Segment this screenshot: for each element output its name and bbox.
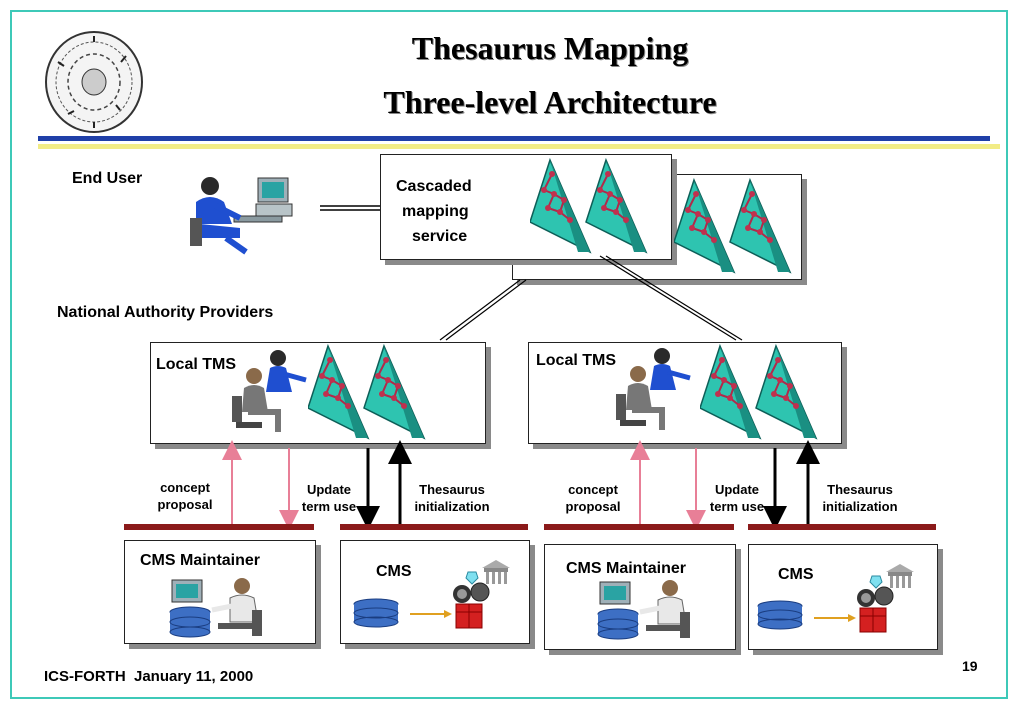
cms-box-right bbox=[748, 544, 938, 650]
thesaurus-init-label-right-1: Thesaurus bbox=[827, 482, 893, 497]
database-icon bbox=[353, 598, 399, 628]
cms-maintainer-box-right bbox=[544, 544, 736, 650]
slide-frame bbox=[10, 10, 1008, 699]
maintainer-icon bbox=[169, 578, 262, 638]
title-rule-blue bbox=[38, 136, 990, 141]
local-tms-label-right: Local TMS bbox=[536, 352, 617, 369]
cascaded-label-3: service bbox=[412, 228, 468, 245]
end-user-label: End User bbox=[72, 170, 143, 187]
seal-icon bbox=[45, 31, 143, 133]
page-number: 19 bbox=[962, 658, 978, 674]
cms-maintainer-label-left: CMS Maintainer bbox=[140, 552, 261, 569]
thesaurus-init-label-left-1: Thesaurus bbox=[419, 482, 485, 497]
concept-proposal-label-right-2: proposal bbox=[565, 499, 621, 514]
title-rule-yellow bbox=[38, 144, 1000, 149]
converter-icon bbox=[757, 564, 914, 633]
thesaurus-init-label-right-2: initialization bbox=[822, 499, 898, 514]
connector-bar bbox=[124, 524, 314, 530]
cms-label-right: CMS bbox=[778, 566, 814, 583]
cascaded-label-2: mapping bbox=[402, 203, 469, 220]
converter-icon bbox=[353, 560, 510, 629]
cms-label-left: CMS bbox=[376, 563, 412, 580]
concept-proposal-label-left-2: proposal bbox=[157, 497, 213, 512]
update-term-label-right-2: term use bbox=[709, 499, 765, 514]
thesaurus-init-label-left-2: initialization bbox=[414, 499, 490, 514]
update-term-label-right-1: Update bbox=[714, 482, 760, 497]
connector-bar bbox=[748, 524, 936, 530]
database-icon bbox=[757, 600, 803, 630]
connector-bar bbox=[544, 524, 734, 530]
maintainer-icon bbox=[597, 580, 690, 640]
user-at-computer-icon bbox=[190, 177, 293, 255]
local-tms-label-left: Local TMS bbox=[156, 356, 237, 373]
slide-title-line2: Three-level Architecture bbox=[383, 84, 717, 120]
connector-bar bbox=[340, 524, 528, 530]
operators-icon bbox=[232, 350, 307, 432]
footer-text: ICS-FORTH January 11, 2000 bbox=[44, 668, 254, 685]
operators-icon bbox=[616, 348, 691, 430]
national-authority-label: National Authority Providers bbox=[57, 304, 274, 321]
concept-proposal-label-left-1: concept bbox=[160, 480, 210, 495]
slide-title-line1: Thesaurus Mapping bbox=[411, 30, 689, 66]
concept-proposal-label-right-1: concept bbox=[568, 482, 618, 497]
update-term-label-left-2: term use bbox=[301, 499, 357, 514]
cms-maintainer-label-right: CMS Maintainer bbox=[566, 560, 687, 577]
cascaded-label-1: Cascaded bbox=[396, 178, 472, 195]
update-term-label-left-1: Update bbox=[306, 482, 352, 497]
